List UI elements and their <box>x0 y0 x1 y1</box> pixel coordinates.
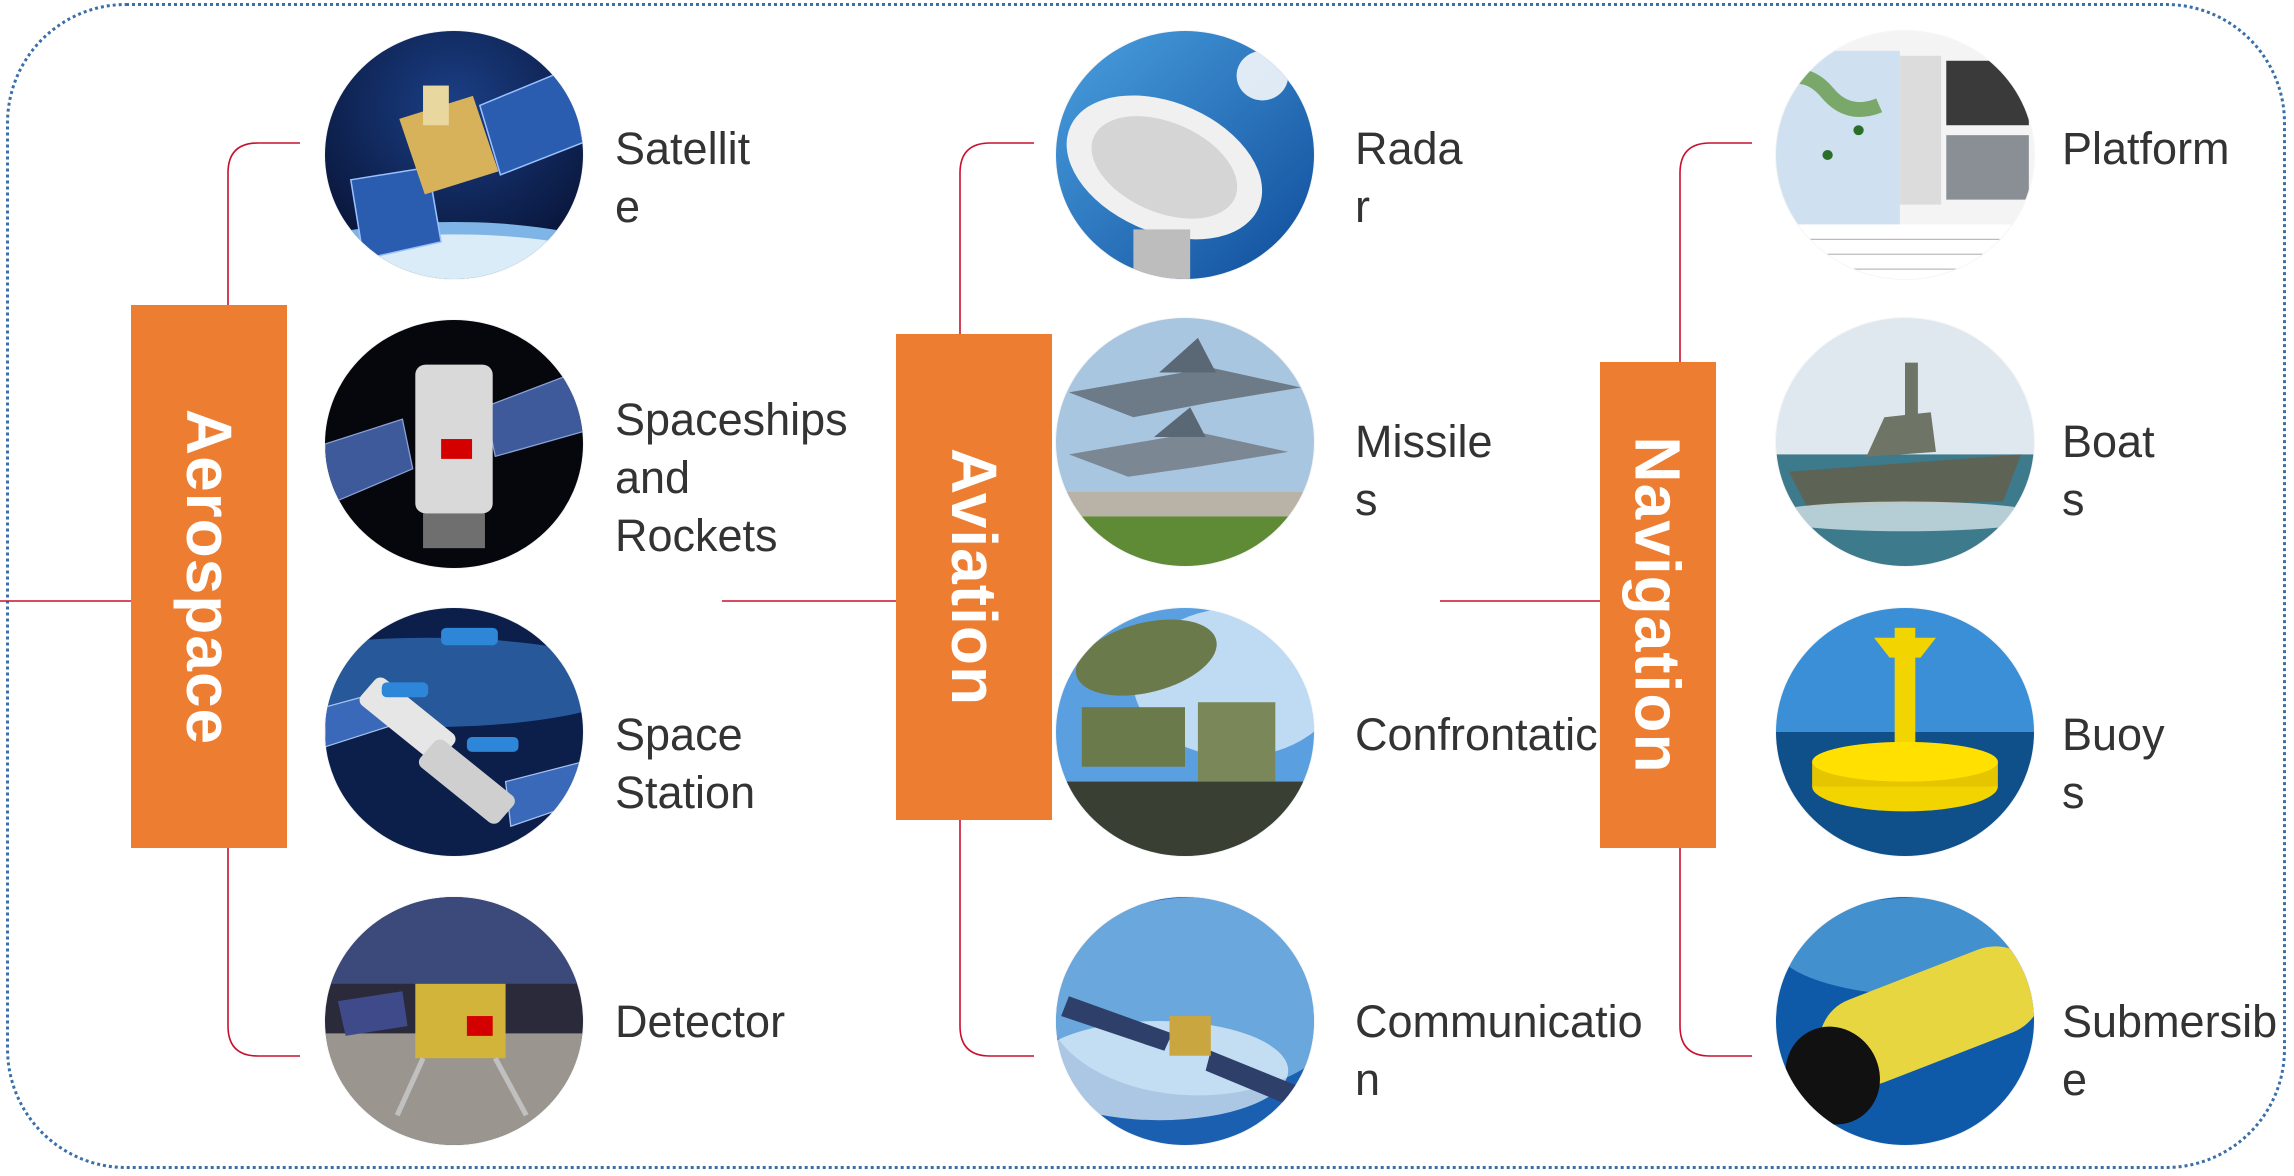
satellite-image <box>325 31 583 279</box>
navigation-bracket-top <box>1679 142 1752 362</box>
camouflage-boat-image <box>1776 318 2034 566</box>
radar-dish-image <box>1056 31 1314 279</box>
aerospace-bracket-bottom <box>227 848 300 1057</box>
aerospace-category: Aerospace <box>131 305 287 848</box>
navigation-title: Navigation <box>1622 436 1694 774</box>
spaceship-image <box>325 320 583 568</box>
yellow-buoy-image <box>1776 608 2034 856</box>
platform-label: Platform <box>2062 123 2230 174</box>
navigation-category: Navigation <box>1600 362 1716 848</box>
submersible-image <box>1776 897 2034 1145</box>
aerospace-bracket-top <box>227 142 300 305</box>
aviation-bracket-bottom <box>959 820 1034 1057</box>
spaceships-label: Spaceships and Rockets <box>615 394 848 561</box>
space-station-label: Space Station <box>615 709 756 818</box>
fighter-jets-image <box>1056 318 1314 566</box>
communication-label: Communicatio n <box>1355 996 1643 1105</box>
satellite-label: Satellit e <box>615 123 751 232</box>
communication-satellite-image <box>1056 897 1314 1145</box>
aerospace-title: Aerospace <box>173 408 245 745</box>
aviation-title: Aviation <box>938 447 1010 707</box>
buoys-label: Buoy s <box>2062 709 2165 818</box>
space-station-image <box>325 608 583 856</box>
detector-label: Detector <box>615 996 786 1047</box>
lunar-detector-image <box>325 897 583 1145</box>
aviation-category: Aviation <box>896 334 1052 820</box>
aviation-bracket-top <box>959 142 1034 334</box>
dotted-frame <box>6 3 2286 1169</box>
submersible-label: Submersib e <box>2062 996 2278 1105</box>
boats-label: Boat s <box>2062 416 2155 525</box>
missiles-label: Missile s <box>1355 416 1493 525</box>
confrontation-label: Confrontatic <box>1355 709 1598 760</box>
military-radar-image <box>1056 608 1314 856</box>
navigation-bracket-bottom <box>1679 848 1752 1057</box>
platform-software-screenshot-image <box>1776 31 2034 279</box>
radar-label: Rada r <box>1355 123 1463 232</box>
